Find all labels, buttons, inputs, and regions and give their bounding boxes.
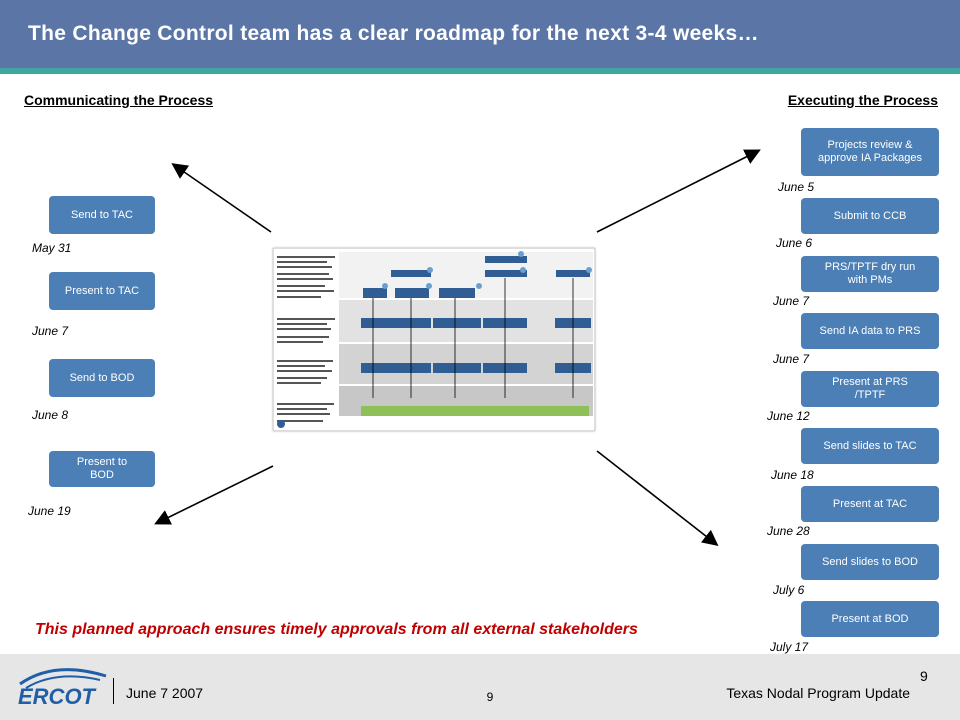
step-present-at-bod: Present at BOD	[801, 601, 939, 637]
step-present-to-tac: Present to TAC	[49, 272, 155, 310]
date-projects-review: June 5	[778, 180, 815, 194]
page-number: 9	[920, 668, 928, 684]
slide-title: The Change Control team has a clear road…	[28, 22, 759, 45]
step-send-to-bod: Send to BOD	[49, 359, 155, 397]
step-prs-dry-run: PRS/TPTF dry run with PMs	[801, 256, 939, 292]
ercot-logo: ERCOT	[18, 668, 107, 709]
date-present-at-bod: July 17	[770, 640, 809, 654]
arrow-top-right	[596, 149, 761, 233]
header-bar	[0, 0, 960, 68]
date-prs-dry-run: June 7	[773, 294, 810, 308]
step-present-at-prs: Present at PRS /TPTF	[801, 371, 939, 407]
date-send-slides-bod: July 6	[773, 583, 805, 597]
date-submit-to-ccb: June 6	[776, 236, 813, 250]
date-present-at-tac: June 28	[767, 524, 810, 538]
step-send-to-tac: Send to TAC	[49, 196, 155, 234]
arrow-bottom-right	[596, 450, 719, 546]
date-send-to-tac: May 31	[32, 241, 72, 255]
date-present-at-prs: June 12	[767, 409, 810, 423]
step-present-at-tac: Present at TAC	[801, 486, 939, 522]
step-send-slides-bod: Send slides to BOD	[801, 544, 939, 580]
header-stripe	[0, 68, 960, 74]
footer-program-name: Texas Nodal Program Update	[726, 685, 910, 701]
date-send-to-bod: June 8	[32, 408, 69, 422]
arrow-top-left	[171, 163, 272, 233]
footer-center-page: 9	[486, 690, 494, 704]
step-submit-to-ccb: Submit to CCB	[801, 198, 939, 234]
date-send-ia-data: June 7	[773, 352, 810, 366]
date-send-slides-tac: June 18	[771, 468, 814, 482]
arrow-bottom-left	[154, 465, 274, 525]
step-send-ia-data: Send IA data to PRS	[801, 313, 939, 349]
step-present-to-bod: Present to BOD	[49, 451, 155, 487]
date-present-to-tac: June 7	[32, 324, 69, 338]
left-section-heading: Communicating the Process	[24, 92, 214, 108]
roadmap-thumbnail	[273, 248, 595, 431]
right-section-heading: Executing the Process	[787, 92, 938, 108]
footer-date: June 7 2007	[126, 685, 204, 701]
tagline: This planned approach ensures timely app…	[35, 621, 638, 638]
ercot-logo-text: ERCOT	[18, 684, 97, 709]
date-present-to-bod: June 19	[28, 504, 71, 518]
footer-divider	[113, 678, 114, 704]
step-send-slides-tac: Send slides to TAC	[801, 428, 939, 464]
footer-bar	[0, 654, 960, 720]
step-projects-review: Projects review & approve IA Packages	[801, 128, 939, 176]
